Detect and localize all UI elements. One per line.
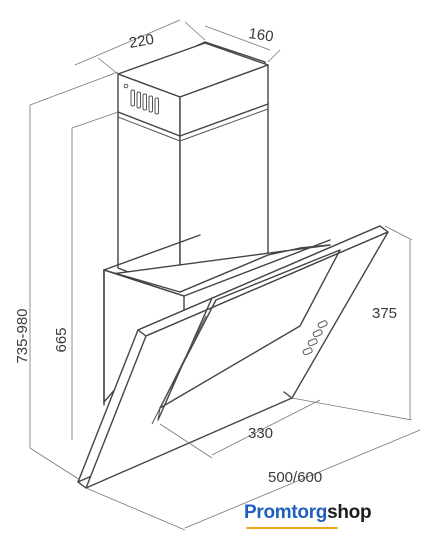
dim-chimney-depth: 160 xyxy=(247,25,274,45)
dim-inner-width: 330 xyxy=(248,425,273,442)
dim-total-width: 500/600 xyxy=(268,469,322,486)
control-buttons xyxy=(302,320,328,356)
dim-glass-height: 375 xyxy=(372,305,397,322)
logo-text-part2: shop xyxy=(327,502,372,523)
chimney-lower-vents xyxy=(123,83,159,115)
glass-panel xyxy=(77,225,389,489)
logo-text-part1: Promtorg xyxy=(244,502,328,523)
dim-chimney-width: 220 xyxy=(128,31,156,52)
dimension-lines xyxy=(29,19,421,531)
logo-underline xyxy=(246,527,338,529)
dim-body-height: 665 xyxy=(53,327,70,352)
dim-total-height: 735-980 xyxy=(14,308,31,363)
chimney-lower xyxy=(117,42,269,293)
brand-logo: Promtorgshop xyxy=(244,502,372,529)
